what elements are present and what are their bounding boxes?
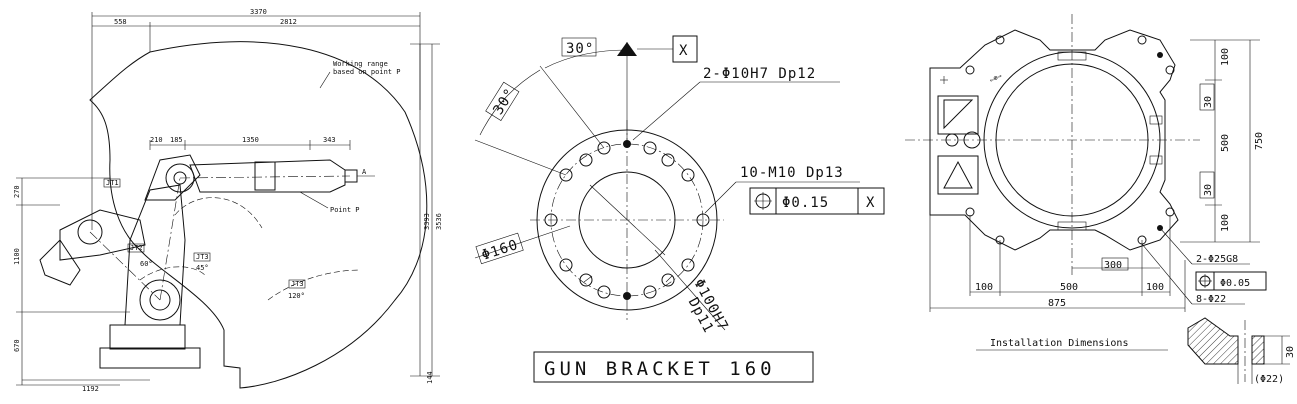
label-jt1: JT1 [106,179,119,187]
bracket-angle-top: 30° [566,41,594,57]
inst-center-500-h: 500 [1060,282,1078,293]
dim-wrist-343: 343 [323,136,336,144]
jt2-range-arc [139,266,206,281]
bracket-title-box [533,351,814,383]
dim-arm-1350: 1350 [242,136,259,144]
inst-tolerance: Φ0.05 [1220,278,1250,289]
inst-bottom-100: 100 [1220,214,1231,232]
inst-holes-spec: 8-Φ22 [1196,294,1226,305]
robot-side-view: 3370 558 2812 3393 3536 144 270 1100 670… [13,8,443,393]
inst-slot-30-top: 30 [1203,96,1214,108]
dim-base-height: 670 [13,339,21,352]
tolerance-frame [749,187,885,215]
dim-total-3393: 3393 [423,213,431,230]
inner-reach-arc [174,197,263,229]
dim-rear-reach: 558 [114,18,127,26]
inst-mid-300: 300 [1104,260,1122,271]
inst-center-500-v: 500 [1220,134,1231,152]
label-jt3-a: JT3 [196,253,209,261]
bracket-datum: X [679,43,688,59]
inst-total-750: 750 [1254,132,1265,150]
label-point-a: A [362,168,367,176]
datum-box [672,35,698,63]
inst-left-100: 100 [975,282,993,293]
label-jt3-b: JT3 [291,280,304,288]
dim-front-reach: 2812 [280,18,297,26]
dim-upper-270: 270 [13,185,21,198]
bracket-pcd: Φ160 [480,237,521,264]
bracket-tolerance-datum: X [866,195,875,211]
inst-right-100: 100 [1146,282,1164,293]
bracket-tolerance-value: Φ0.15 [782,195,829,211]
bracket-angle-left: 30° [490,85,519,117]
direction-arrow-icon: ⇐⊕⇒ [988,72,1003,85]
base-plate-outline [929,29,1179,251]
label-working-range-1: Working range [333,60,388,68]
gun-bracket-view: 30° 30° X 2-Φ10H7 Dp12 10-M10 Dp13 Φ0.15… [474,35,885,383]
label-jt2: JT2 [130,244,143,252]
dim-arm-1100: 1100 [13,248,21,265]
label-angle-jt2: 60° [140,260,153,268]
dim-seg-185: 185 [170,136,183,144]
inst-total-875: 875 [1048,298,1066,309]
working-range-envelope [89,41,428,389]
section-view [1187,317,1239,365]
dim-base-offset: 1192 [82,385,99,393]
label-point-p: Point P [330,206,360,214]
robot-arm-body: A [39,154,375,369]
installation-title: Installation Dimensions [990,338,1128,349]
bracket-bolt-holes [544,140,710,300]
inst-slot-30-bottom: 30 [1203,184,1214,196]
inst-section-height: 30 [1285,346,1296,358]
label-angle-jt2b: 45° [196,264,209,272]
bracket-hole-spec: 2-Φ10H7 Dp12 [703,66,816,82]
bracket-thread-spec: 10-M10 Dp13 [740,165,844,181]
installation-view: ⇐⊕⇒ 100 30 500 30 100 750 100 500 100 87… [905,14,1296,385]
dowel-hole-icon [963,131,981,149]
bracket-title: GUN BRACKET 160 [544,358,776,380]
warning-label [937,95,979,135]
inst-top-100: 100 [1220,48,1231,66]
dim-overall-width: 3370 [250,8,267,16]
label-working-range-2: based on point P [333,68,400,76]
inst-bolt-spec: 2-Φ25G8 [1196,254,1238,265]
dim-total-3536: 3536 [435,213,443,230]
jt3-range-arc [267,269,361,301]
dim-bottom-144: 144 [426,371,434,384]
label-angle-jt3: 120° [288,292,305,300]
dim-seg-210: 210 [150,136,163,144]
inst-tolerance-frame [1195,271,1267,291]
base-inner-ring [995,63,1149,217]
inst-section-bore: (Φ22) [1254,374,1284,385]
